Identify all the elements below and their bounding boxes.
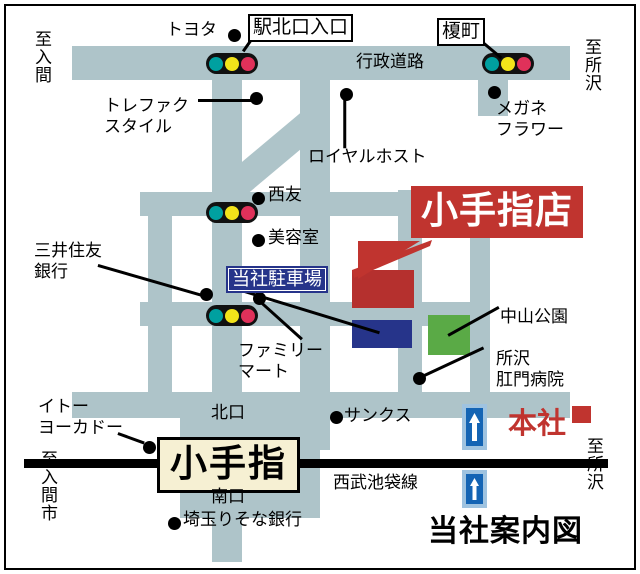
city-block — [330, 80, 478, 135]
poi-label-tokorozawa-komon-hospital: 所沢 肛門病院 — [496, 349, 564, 389]
direction-label-to-tokorozawa-top: 至所沢 — [582, 38, 601, 92]
signal-green-lamp — [209, 56, 223, 71]
direction-arrow-sign-upper — [462, 404, 487, 450]
road-left-stub — [72, 46, 88, 80]
up-arrow-icon — [469, 413, 480, 441]
poi-dot-toyota — [228, 29, 241, 42]
poi-label-nakayama-park: 中山公園 — [500, 307, 568, 326]
poi-dot-seiyu — [252, 192, 265, 205]
direction-arrow-sign-lower — [462, 470, 487, 508]
signal-yellow-lamp — [501, 56, 515, 71]
up-arrow-icon — [470, 478, 479, 500]
headquarters-label: 本社 — [508, 408, 567, 440]
parking-building — [352, 320, 412, 348]
road-vertical-west-grid — [148, 192, 172, 450]
poi-label-megane-flower: メガネ フラワー — [496, 99, 564, 139]
city-block — [88, 326, 148, 392]
poi-label-seiyu: 西友 — [268, 185, 302, 204]
map-border-frame — [4, 4, 636, 570]
intersection-label-ekikitaguchi: 駅北口入口 — [248, 14, 354, 42]
signal-red-lamp — [241, 56, 255, 71]
signal-red-lamp — [241, 308, 255, 323]
poi-dot-smbc — [200, 288, 213, 301]
map-title: 当社案内図 — [428, 515, 583, 548]
traffic-signal-ekikitaguchi — [206, 53, 258, 74]
direction-label-to-iruma: 至入間 — [32, 30, 51, 84]
poi-dot-itoyokado — [143, 441, 156, 454]
road-horizontal-north-rail — [72, 392, 570, 418]
road-name-seibu-ikebukuro-line: 西武池袋線 — [333, 473, 418, 492]
arrow-sign-inner — [466, 474, 483, 504]
traffic-signal-enokicho — [482, 53, 534, 74]
railway-seibu-ikebukuro-line — [24, 459, 608, 468]
road-vertical-far-east — [470, 190, 490, 392]
headquarters-marker — [572, 406, 591, 423]
poi-dot-meganeflower — [488, 86, 501, 99]
signal-yellow-lamp — [225, 308, 239, 323]
direction-label-to-irumashi: 至入間市 — [38, 450, 57, 522]
poi-label-trefac-style: トレファク スタイル — [104, 96, 189, 136]
poi-label-toyota: トヨタ — [166, 20, 217, 39]
arrow-sign-inner — [466, 408, 483, 446]
signal-yellow-lamp — [225, 56, 239, 71]
city-block — [330, 418, 570, 458]
signal-green-lamp — [209, 308, 223, 323]
leader-line-trefac — [198, 99, 252, 102]
direction-label-to-tokorozawa-bottom: 至所沢 — [584, 437, 603, 491]
poi-dot-saitama-resona-bank — [168, 517, 181, 530]
road-vertical-west-station — [212, 46, 242, 450]
road-name-gyosei-doro: 行政道路 — [356, 52, 424, 71]
traffic-signal-familymart — [206, 305, 258, 326]
intersection-label-enokicho: 榎町 — [437, 18, 486, 46]
poi-label-sunkus: サンクス — [344, 406, 412, 425]
signal-red-lamp — [517, 56, 531, 71]
city-block — [88, 80, 212, 192]
station-exit-label-south: 南口 — [211, 487, 245, 506]
parking-lot-label: 当社駐車場 — [226, 266, 328, 293]
station-exit-label-north: 北口 — [211, 403, 245, 422]
poi-label-smbc-bank: 三井住友 銀行 — [34, 241, 102, 281]
poi-dot-beautysalon — [252, 234, 265, 247]
poi-dot-royalhost — [340, 88, 353, 101]
poi-dot-trefac — [250, 92, 263, 105]
poi-label-ito-yokado: イトー ヨーカドー — [38, 397, 123, 437]
poi-label-familymart: ファミリー マート — [238, 341, 323, 381]
city-block — [508, 80, 570, 190]
store-banner-kotesashi-ten: 小手指店 — [411, 186, 583, 238]
signal-green-lamp — [209, 205, 223, 220]
city-block — [88, 216, 148, 302]
traffic-signal-seiyu — [206, 202, 258, 223]
signal-green-lamp — [485, 56, 499, 71]
poi-label-royalhost: ロイヤルホスト — [308, 147, 427, 166]
signal-yellow-lamp — [225, 205, 239, 220]
poi-label-saitama-resona-bank: 埼玉りそな銀行 — [183, 510, 302, 529]
poi-label-beauty-salon: 美容室 — [268, 228, 319, 247]
leader-line-royalhost — [343, 96, 347, 149]
signal-red-lamp — [241, 205, 255, 220]
station-label-kotesashi: 小手指 — [157, 437, 300, 493]
store-banner-pointer-shape — [352, 240, 432, 278]
poi-dot-sunkus — [330, 411, 343, 424]
city-block — [242, 326, 300, 392]
city-block — [172, 326, 212, 392]
